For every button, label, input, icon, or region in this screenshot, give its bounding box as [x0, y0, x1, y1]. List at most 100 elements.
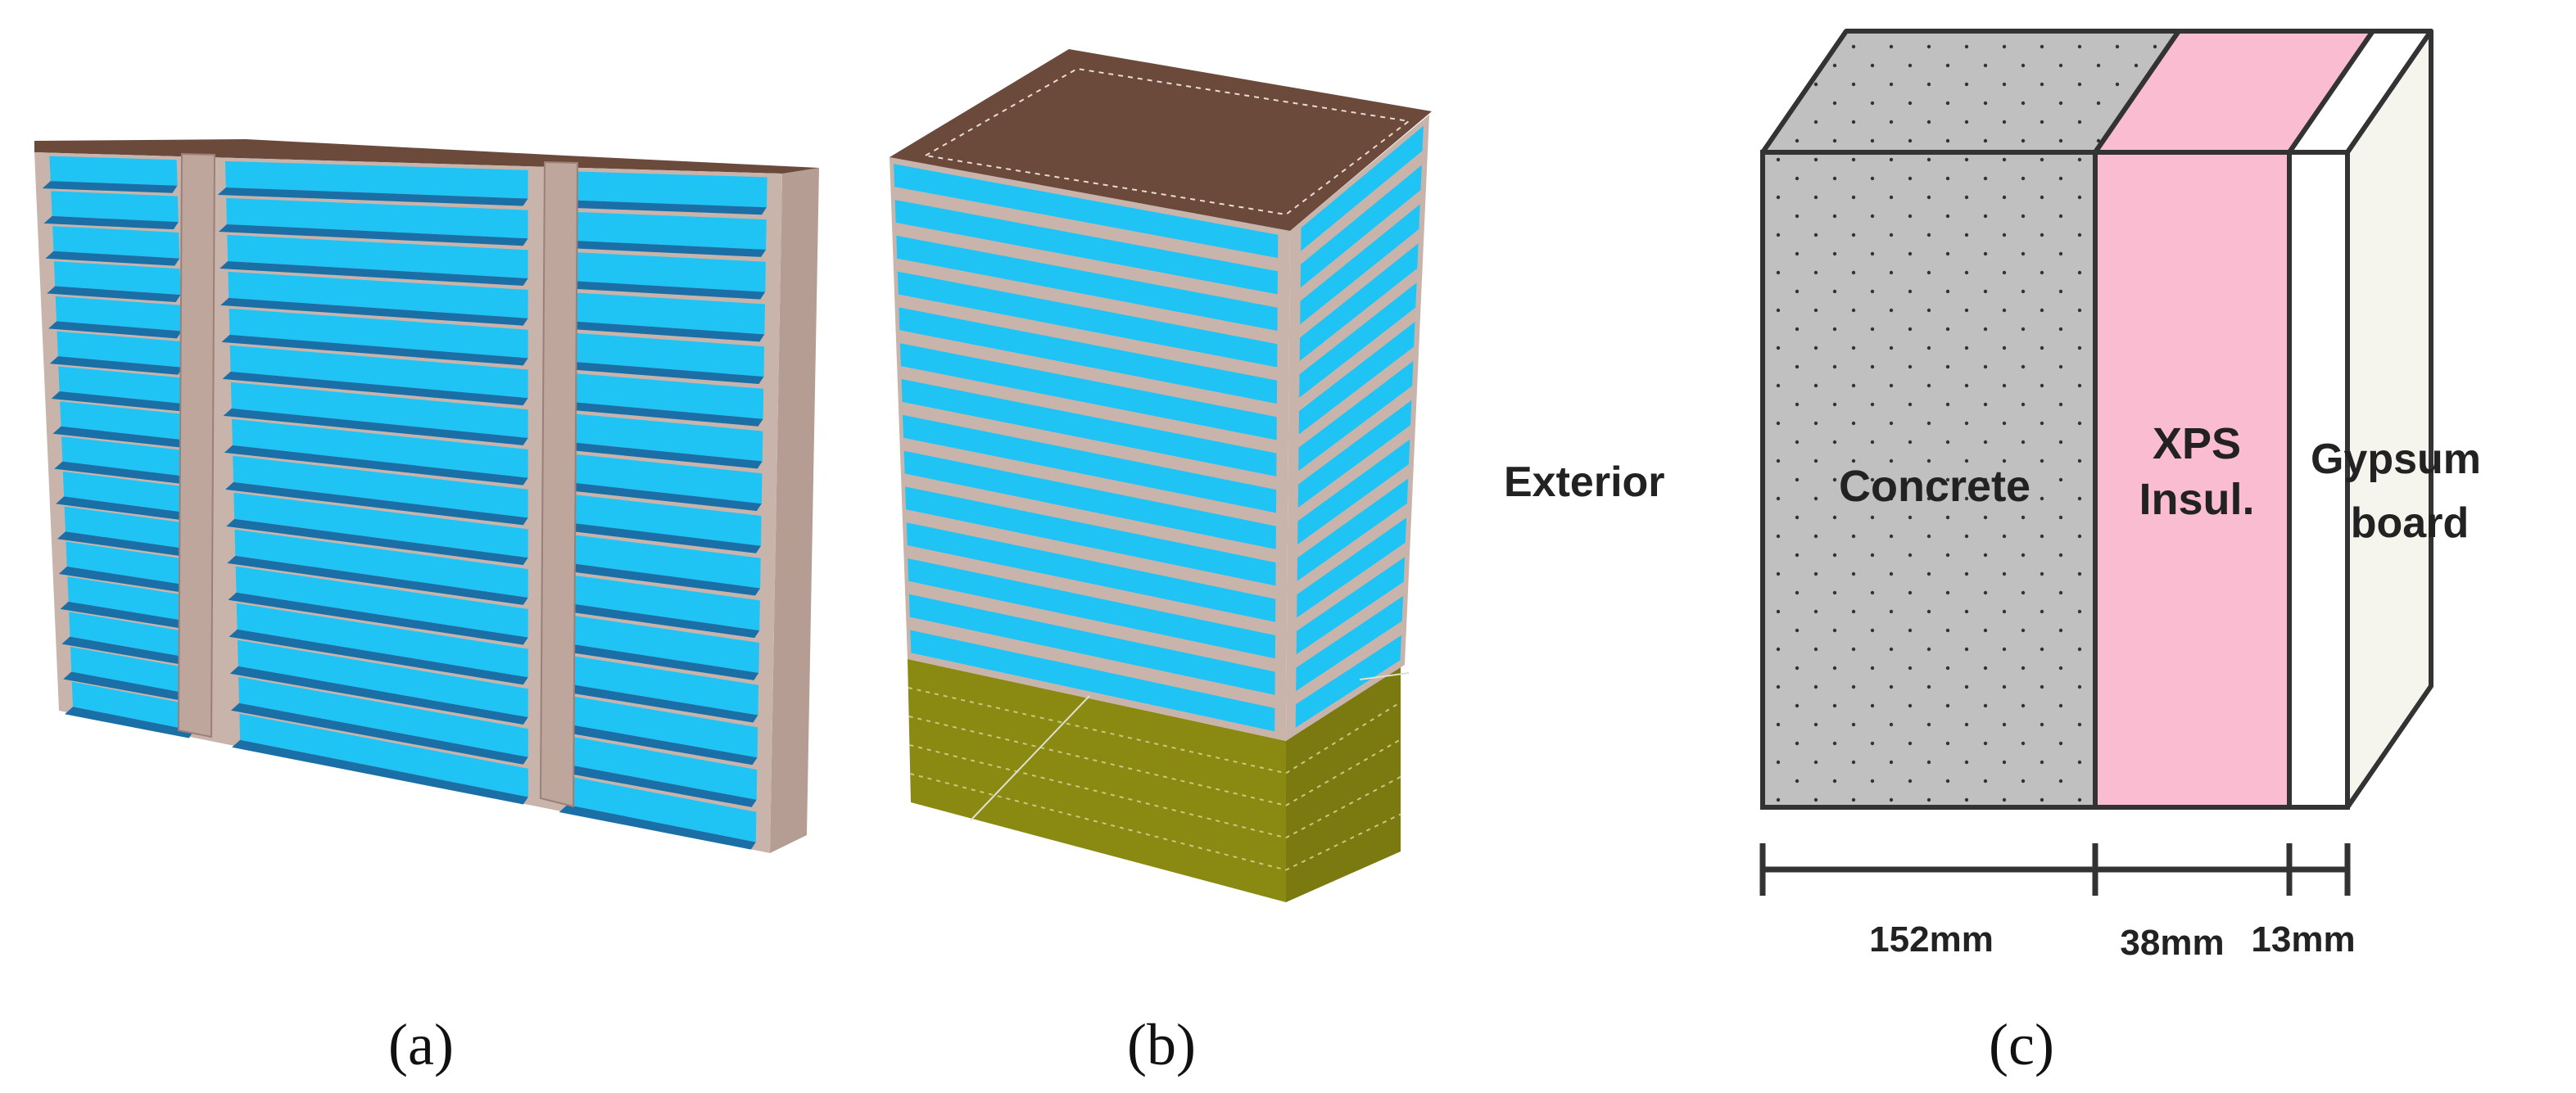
window-strip: [58, 366, 184, 404]
site-boundary-line: [970, 695, 1090, 821]
window-strip: [234, 529, 528, 598]
side-window-band: [1296, 596, 1403, 691]
shading-ledge: [60, 601, 191, 630]
side-window-band: [1299, 282, 1417, 398]
building-a-side-facade: [770, 168, 819, 853]
shading-ledge: [229, 666, 528, 725]
shading-ledge: [54, 461, 187, 484]
shading-ledge: [223, 408, 528, 445]
front-window-band: [897, 271, 1278, 368]
xps-label-line1: XPS: [2153, 419, 2241, 468]
shading-ledge: [560, 200, 767, 215]
caption-b: (b): [1127, 1012, 1196, 1077]
podium-floor-line: [909, 773, 1401, 871]
shading-ledge: [51, 391, 184, 412]
shading-ledge: [226, 518, 528, 566]
side-window-band: [1298, 322, 1415, 435]
shading-ledge: [42, 181, 178, 193]
shading-ledge: [559, 441, 763, 469]
shading-ledge: [559, 562, 761, 596]
shading-ledge: [224, 445, 528, 486]
front-window-band: [894, 164, 1279, 259]
front-window-band: [894, 200, 1278, 295]
side-window-band: [1299, 243, 1419, 361]
window-strip: [568, 494, 762, 546]
side-window-band: [1298, 360, 1414, 472]
shading-ledge: [225, 481, 528, 526]
building-b-podium-side: [1286, 665, 1401, 902]
shading-ledge: [560, 280, 766, 300]
gypsum-side-face: [2345, 29, 2433, 810]
window-strip: [568, 171, 767, 208]
side-window-band: [1297, 400, 1412, 508]
window-strip: [568, 292, 765, 335]
shading-ledge: [47, 286, 181, 302]
front-window-band: [899, 343, 1277, 440]
concrete-top-dots: [1763, 31, 2179, 152]
shading-ledge: [52, 426, 185, 448]
shading-ledge: [222, 371, 528, 406]
shading-ledge: [559, 684, 758, 723]
window-strip: [235, 566, 528, 638]
front-window-band: [910, 630, 1275, 732]
shading-ledge: [559, 482, 762, 512]
side-window-band: [1301, 125, 1424, 251]
site-boundary-line-2: [1359, 672, 1410, 680]
building-a-roof: [34, 139, 819, 174]
shading-ledge: [227, 555, 528, 605]
side-window-band: [1300, 204, 1420, 325]
exterior-label: Exterior: [1504, 458, 1665, 506]
caption-c: (c): [1989, 1012, 2054, 1077]
window-strip: [567, 775, 757, 842]
shading-ledge: [560, 361, 764, 385]
shading-ledge: [48, 321, 182, 339]
building-model-a: [34, 139, 819, 853]
window-strip: [60, 401, 185, 440]
xps-insulation-layer: [2093, 150, 2292, 810]
shading-ledge: [220, 297, 528, 326]
podium-floor-line: [909, 744, 1401, 839]
shading-ledge: [45, 251, 180, 266]
window-strip: [227, 234, 528, 278]
gypsum-board-layer: [2287, 150, 2350, 810]
window-strip: [568, 373, 764, 419]
building-model-b: [890, 49, 1432, 902]
window-strip: [568, 574, 760, 631]
window-strip: [567, 695, 758, 758]
window-strip: [232, 418, 528, 478]
shading-ledge: [560, 321, 765, 342]
xps-thickness: 38mm: [2120, 923, 2224, 963]
window-strip: [568, 251, 766, 292]
window-strip: [236, 603, 528, 678]
front-window-band: [896, 235, 1278, 331]
shading-ledge: [559, 804, 756, 850]
side-window-band: [1296, 557, 1406, 655]
shading-ledge: [217, 187, 528, 206]
shading-ledge: [56, 496, 188, 521]
window-strip: [224, 160, 528, 199]
building-b-roof: [890, 49, 1432, 231]
shading-ledge: [220, 260, 528, 286]
xps-label-line2: Insul.: [2139, 475, 2254, 524]
gypsum-label-line2: board: [2351, 499, 2469, 547]
building-a-core-right: [539, 160, 579, 808]
window-strip: [229, 345, 528, 399]
shading-ledge: [232, 739, 528, 805]
dimension-line: [1759, 843, 2351, 896]
window-strip: [568, 614, 759, 673]
shading-ledge: [560, 240, 767, 257]
podium-grid-lines: [908, 687, 1401, 871]
window-strip: [53, 261, 181, 295]
window-strip: [238, 639, 528, 717]
shading-ledge: [63, 671, 193, 702]
window-strip: [67, 576, 191, 622]
gypsum-thickness: 13mm: [2251, 919, 2355, 960]
building-a-core-left: [177, 152, 216, 738]
shading-ledge: [230, 702, 528, 765]
front-window-band: [908, 594, 1275, 695]
concrete-label: Concrete: [1839, 462, 2030, 511]
shading-ledge: [559, 764, 757, 807]
shading-ledge: [61, 636, 192, 666]
window-strip: [568, 655, 759, 716]
